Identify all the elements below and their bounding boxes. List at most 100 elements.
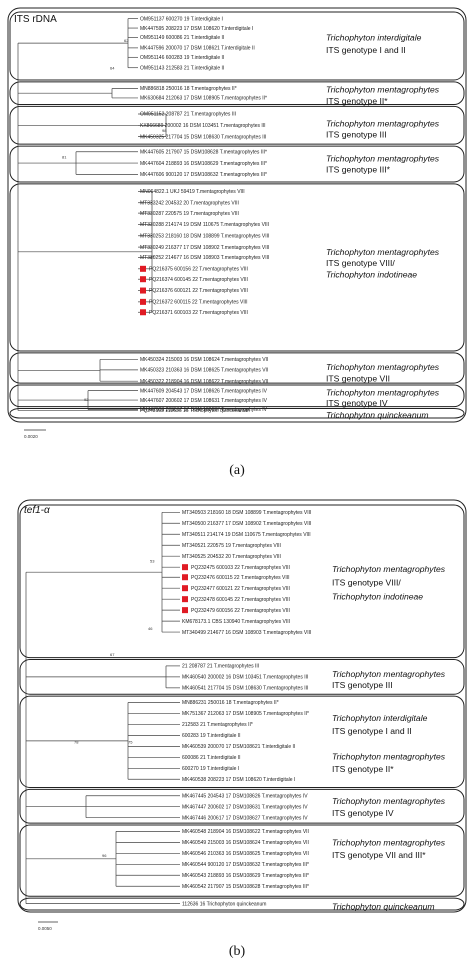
clade-box	[9, 105, 465, 145]
clade-name: Trichophyton mentagrophytes	[326, 84, 440, 94]
clade-name: ITS genotype II*	[332, 764, 394, 774]
leaf-label: MT340503 218160 18 DSM 108899 T.mentagro…	[182, 510, 311, 516]
leaf-label: MK447609 204543 17 DSM 108626 T.mentagro…	[140, 388, 268, 394]
bootstrap-value: 81	[62, 154, 67, 159]
clade-name: ITS genotype VIII/	[332, 578, 401, 588]
clade-box	[19, 788, 465, 824]
bootstrap-value: 67	[110, 652, 115, 657]
leaf-label: MK447608 200617 17 DSM 108627 T.mentagro…	[140, 407, 268, 413]
new-isolate-marker	[140, 265, 146, 272]
leaf-label: MK467446 200617 17 DSM108627 T.mentagrop…	[182, 815, 308, 821]
clade-name: Trichophyton quinckeanum	[332, 901, 435, 911]
leaf-label: MT340511 214174 19 DSM 110675 T.mentagro…	[182, 532, 311, 538]
clade-name: Trichophyton mentagrophytes	[326, 118, 440, 128]
clade-name: Trichophyton mentagrophytes	[326, 362, 440, 372]
new-isolate-marker	[140, 276, 146, 283]
leaf-label: PQ248103 112636 16 Trichophyton quinckea…	[140, 408, 250, 414]
leaf-label: MK447604 218893 16 DSM108629 T.mentagrop…	[140, 161, 267, 167]
leaf-label: PQ232476 600115 22 T.mentagrophytes VIII	[191, 575, 290, 581]
leaf-label: MT330288 214174 19 DSM 110675 T.mentagro…	[140, 222, 269, 228]
clade-name: Trichophyton mentagrophytes	[332, 564, 446, 574]
clade-name: Trichophyton indotineae	[326, 269, 417, 279]
leaf-label: PQ232477 600121 22 T.mentagrophytes VIII	[191, 586, 290, 592]
clade-name: ITS genotype IV	[332, 808, 394, 818]
bootstrap-value: 98	[162, 128, 167, 133]
leaf-label: OM951143 212583 21 T.interdigitale II	[140, 65, 224, 71]
leaf-label: PQ216376 600121 22 T.mentagrophytes VIII	[149, 288, 248, 294]
clade-box	[19, 659, 465, 695]
clade-name: ITS genotype II*	[326, 96, 388, 106]
clade-box	[9, 183, 465, 352]
new-isolate-marker	[182, 607, 188, 614]
leaf-label: PQ216375 600156 22 T.mentagrophytes VIII	[149, 267, 248, 273]
clade-box	[9, 81, 465, 106]
new-isolate-marker	[182, 596, 188, 603]
leaf-label: MK460544 900120 17 DSM108632 T.mentagrop…	[182, 862, 309, 868]
panel-frame	[17, 499, 467, 913]
panel-title: tef1-α	[24, 505, 50, 516]
panel-caption: (b)	[229, 944, 246, 959]
clade-name: Trichophyton mentagrophytes	[332, 751, 446, 761]
leaf-label: MK447607 200602 17 DSM 108631 T.mentagro…	[140, 398, 268, 404]
leaf-label: MT340521 220575 19 T.mentagrophytes VIII	[182, 543, 281, 549]
leaf-label: 600270 19 T.interdigitale I	[182, 766, 239, 772]
leaf-label: KM678173.1 CBS 130940 T.mentagrophytes V…	[182, 619, 290, 625]
clade-name: ITS genotype III*	[326, 165, 391, 175]
clade-name: Trichophyton mentagrophytes	[332, 669, 446, 679]
leaf-label: MK460541 217704 15 DSM 108630 T.mentagro…	[182, 686, 308, 692]
new-isolate-marker	[182, 564, 188, 571]
leaf-label: MN064822.1 UKJ 59419 T.mentagrophytes VI…	[140, 189, 245, 195]
clade-name: ITS genotype VIII/	[326, 258, 395, 268]
bootstrap-value: 92	[84, 397, 89, 402]
clade-name: ITS genotype I and II	[326, 45, 406, 55]
panel-title: ITS rDNA	[14, 14, 57, 25]
clade-box	[9, 11, 465, 81]
clade-name: Trichophyton interdigitale	[332, 713, 428, 723]
leaf-label: MK447605 217907 15 DSM108628 T.mentagrop…	[140, 149, 267, 155]
clade-name: ITS genotype IV	[326, 398, 388, 408]
panel-its-rdna: ITS rDNA OM951137 600270 19 T.interdigita…	[7, 7, 467, 478]
new-isolate-marker	[140, 287, 146, 294]
clade-name: Trichophyton mentagrophytes	[326, 153, 440, 163]
leaf-label: MK467447 200602 17 DSM108631 T.mentagrop…	[182, 804, 308, 810]
leaf-label: 600283 19 T.interdigitale II	[182, 733, 241, 739]
leaf-label: MK460548 218904 16 DSM108622 T.mentagrop…	[182, 829, 309, 835]
leaf-label: MK467445 204543 17 DSM108626 T.mentagrop…	[182, 793, 308, 799]
clade-box	[9, 352, 465, 384]
clade-name: Trichophyton mentagrophytes	[326, 388, 440, 398]
leaf-label: MT333242 204532 20 T.mentagrophytes VIII	[140, 200, 239, 206]
leaf-label: MK460540 200002 16 DSM 103451 T.mentagro…	[182, 675, 308, 681]
new-isolate-marker	[140, 298, 146, 305]
leaf-label: MT330253 218160 18 DSM 108899 T.mentagro…	[140, 233, 269, 239]
leaf-label: PQ216371 600103 22 T.mentagrophytes VIII	[149, 310, 248, 316]
clade-name: Trichophyton mentagrophytes	[326, 247, 440, 257]
new-isolate-marker	[140, 309, 146, 316]
leaf-label: 212583 21 T.mentagrophytes II*	[182, 722, 253, 728]
clade-name: ITS genotype VII	[326, 373, 390, 383]
leaf-label: 21 208787 21 T.mentagrophytes III	[182, 664, 259, 670]
clade-name: Trichophyton interdigitale	[326, 32, 422, 42]
leaf-label: PQ232478 600145 22 T.mentagrophytes VIII	[191, 597, 290, 603]
clade-box	[19, 897, 465, 911]
new-isolate-marker	[182, 574, 188, 581]
clade-name: Trichophyton mentagrophytes	[332, 837, 446, 847]
panel-caption: (a)	[229, 463, 245, 478]
leaf-label: MK460543 218893 16 DSM108629 T.mentagrop…	[182, 873, 309, 879]
leaf-label: MT330249 216377 17 DSM 108902 T.mentagro…	[140, 245, 269, 251]
leaf-label: MK630684 212063 17 DSM 108905 T.mentagro…	[140, 96, 267, 102]
panel-tef1-alpha: tef1-α MT340503 218160 18 DSM 108899 T.me…	[17, 499, 467, 959]
leaf-label: MK447595 208223 17 DSM 108620 T.interdig…	[140, 26, 253, 32]
leaf-label: OM951146 600283 19 T.interdigitale II	[140, 55, 224, 61]
leaf-label: MT330252 214677 16 DSM 108903 T.mentagro…	[140, 255, 269, 261]
leaf-label: 112636 16 Trichophyton quinckeanum	[182, 901, 266, 907]
leaf-label: OM951137 600270 19 T.interdigitale I	[140, 16, 223, 22]
leaf-label: PQ216374 600145 22 T.mentagrophytes VIII	[149, 277, 248, 283]
panel-frame	[7, 7, 467, 423]
clade-name: ITS genotype I and II	[332, 726, 412, 736]
leaf-label: MK450325 217704 15 DSM 108630 T.mentagro…	[140, 134, 266, 140]
leaf-label: OM951149 600086 21 T.interdigitale II	[140, 35, 224, 41]
scale-bar-label: 0.0050	[38, 926, 52, 931]
bootstrap-value: 46	[148, 626, 153, 631]
leaf-label: KX866689 200002 16 DSM 103451 T.mentagro…	[140, 123, 266, 129]
